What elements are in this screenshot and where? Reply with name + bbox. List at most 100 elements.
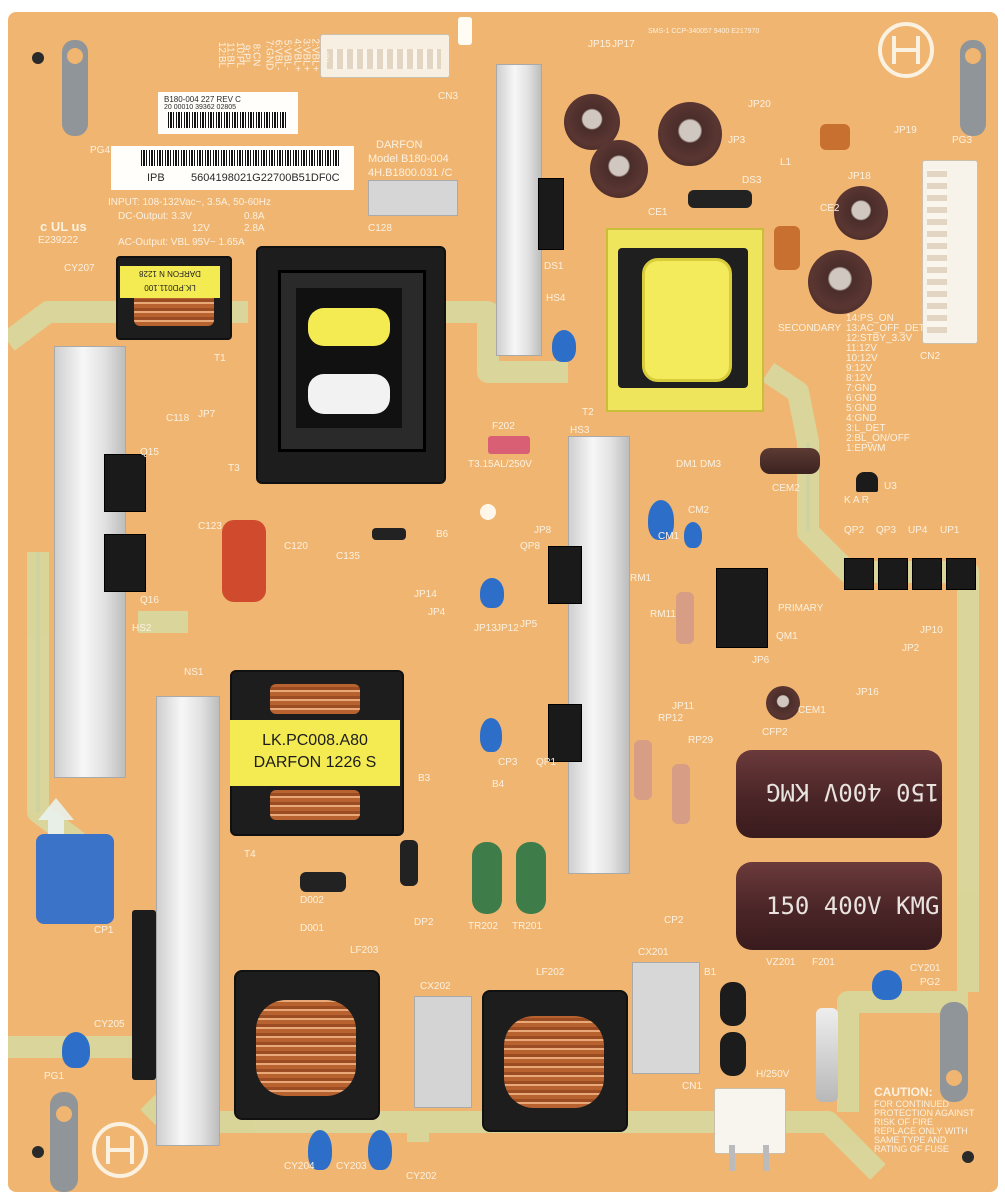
ref-cy205: CY205 bbox=[94, 1019, 125, 1030]
blue-cap-9 bbox=[872, 970, 902, 1000]
ref-rp29: RP29 bbox=[688, 735, 714, 746]
t4-label: LK.PC008.A80 DARFON 1226 S bbox=[230, 720, 400, 786]
cert-text: SMS-1 CCP-340057 9400 E217970 bbox=[648, 28, 760, 35]
diode-b6 bbox=[372, 528, 406, 540]
cn3-pin: 8:CN bbox=[250, 43, 262, 67]
capacitor-kmg-b: 150 400V KMG bbox=[736, 862, 942, 950]
ref-c123: C123 bbox=[198, 521, 222, 532]
cn3-pin-list: 12:BL 11:BL 10:PL 9:PL 8:CN 7:GND 6:VBL-… bbox=[208, 32, 329, 72]
transformer-t2 bbox=[606, 228, 764, 412]
diode-dp2 bbox=[400, 840, 418, 886]
ref-tr201: TR201 bbox=[512, 921, 543, 932]
lk-pd: LK.PD011.100 bbox=[144, 283, 196, 292]
xcap-cx201 bbox=[632, 962, 700, 1074]
pin-2: 2:BL_ON/OFF bbox=[846, 433, 910, 444]
ref-u3: U3 bbox=[884, 481, 897, 492]
transformer-t1: DARFON N 1228 LK.PD011.100 bbox=[116, 256, 232, 340]
fuse-f202-rating: T3.15AL/250V bbox=[468, 459, 532, 470]
blue-cap-8 bbox=[368, 1130, 392, 1170]
heatsink-hs4 bbox=[496, 64, 542, 356]
inductor-small bbox=[774, 226, 800, 270]
ref-t4: T4 bbox=[244, 849, 256, 860]
ipb-text: IPB bbox=[147, 172, 165, 184]
serial-barcode bbox=[141, 150, 341, 166]
ref-jp12: JP12 bbox=[496, 623, 519, 634]
resistor-rp12 bbox=[634, 740, 652, 800]
lk-pc-line2: DARFON 1226 S bbox=[253, 754, 377, 771]
ref-l1: L1 bbox=[780, 157, 792, 168]
cn3-connector bbox=[320, 34, 450, 78]
ref-qp3: QP3 bbox=[876, 525, 897, 536]
caution-line: SAME TYPE AND bbox=[874, 1135, 947, 1145]
ref-b3: B3 bbox=[418, 773, 431, 784]
blue-cap-2 bbox=[648, 500, 674, 540]
ref-jp16: JP16 bbox=[856, 687, 879, 698]
fuse-f201-rating: H/250V bbox=[756, 1069, 790, 1080]
lk-pc-line1: LK.PC008.A80 bbox=[262, 732, 368, 749]
caution-line: REPLACE ONLY WITH bbox=[874, 1126, 968, 1136]
model-sub-text: 4H.B1800.031 /C bbox=[368, 167, 453, 179]
blue-cap-4 bbox=[480, 578, 504, 608]
dc-3v3-current: 0.8A bbox=[244, 211, 265, 222]
ref-vz201: VZ201 bbox=[766, 957, 796, 968]
ref-cem2: CEM2 bbox=[772, 483, 800, 494]
pin-7: 7:GND bbox=[846, 383, 877, 394]
ref-cy201: CY201 bbox=[910, 963, 941, 974]
capacitor-cem2 bbox=[760, 448, 820, 474]
ref-jp8: JP8 bbox=[534, 525, 552, 536]
heatsink-ns1-edge bbox=[132, 910, 156, 1080]
pin-10: 10:12V bbox=[846, 353, 878, 364]
ref-dm1: DM1 bbox=[676, 459, 698, 470]
transistor-q16 bbox=[104, 534, 146, 592]
ref-t1: T1 bbox=[214, 353, 226, 364]
logo-top-right bbox=[878, 22, 934, 78]
capacitor-ce-b bbox=[658, 102, 722, 166]
blue-cap-5 bbox=[480, 718, 502, 752]
ref-b6: B6 bbox=[436, 529, 449, 540]
ref-d002: D002 bbox=[300, 895, 324, 906]
ref-ce1: CE1 bbox=[648, 207, 668, 218]
transistor-q15 bbox=[104, 454, 146, 512]
capacitor-film-red bbox=[222, 520, 266, 602]
ref-cy204: CY204 bbox=[284, 1161, 315, 1172]
dc-output: DC-Output: 3.3V bbox=[118, 211, 192, 222]
blue-cap-1 bbox=[552, 330, 576, 362]
ref-cp2: CP2 bbox=[664, 915, 684, 926]
ref-ds1: DS1 bbox=[544, 261, 564, 272]
ref-c128: C128 bbox=[368, 223, 392, 234]
ref-f202: F202 bbox=[492, 421, 515, 432]
serial-label: IPB 5604198021G22700B51DF0C bbox=[111, 146, 354, 190]
ref-q16: Q16 bbox=[140, 595, 159, 606]
ref-hs4: HS4 bbox=[546, 293, 566, 304]
regulator-qm1 bbox=[716, 568, 768, 648]
ref-jp18: JP18 bbox=[848, 171, 871, 182]
ref-cn2: CN2 bbox=[920, 351, 941, 362]
ref-cp1: CP1 bbox=[94, 925, 114, 936]
ref-cm2: CM2 bbox=[688, 505, 710, 516]
choke-lf203 bbox=[234, 970, 380, 1120]
transformer-t3 bbox=[256, 246, 446, 484]
ref-jp15: JP15 bbox=[588, 39, 611, 50]
darfon-text: DARFON bbox=[376, 139, 423, 151]
ref-qp1: QP1 bbox=[536, 757, 557, 768]
diode-d002 bbox=[300, 872, 346, 892]
ref-jp19: JP19 bbox=[894, 125, 917, 136]
secondary-text: SECONDARY bbox=[778, 323, 842, 334]
dc-12v-current: 2.8A bbox=[244, 223, 265, 234]
bracket-pg4 bbox=[62, 40, 88, 136]
pin-8: 8:12V bbox=[846, 373, 873, 384]
grey-block bbox=[368, 180, 458, 216]
pin-13: 13:AC_OFF_DET bbox=[846, 323, 925, 334]
transistor-qp1 bbox=[548, 704, 582, 762]
ref-cp3: CP3 bbox=[498, 757, 518, 768]
caution-line: RATING OF FUSE bbox=[874, 1144, 949, 1154]
pin-5: 5:GND bbox=[846, 403, 877, 414]
opto-qp2 bbox=[844, 558, 874, 590]
ref-ce2: CE2 bbox=[820, 203, 840, 214]
ref-jp13: JP13 bbox=[474, 623, 497, 634]
rev-label-line2: 20 00010 39362 02805 bbox=[164, 104, 237, 111]
t1-tape: DARFON N 1228 LK.PD011.100 bbox=[120, 266, 220, 298]
opto-up1 bbox=[946, 558, 976, 590]
capacitor-cp1 bbox=[36, 834, 114, 924]
ref-jp11: JP11 bbox=[672, 701, 695, 712]
